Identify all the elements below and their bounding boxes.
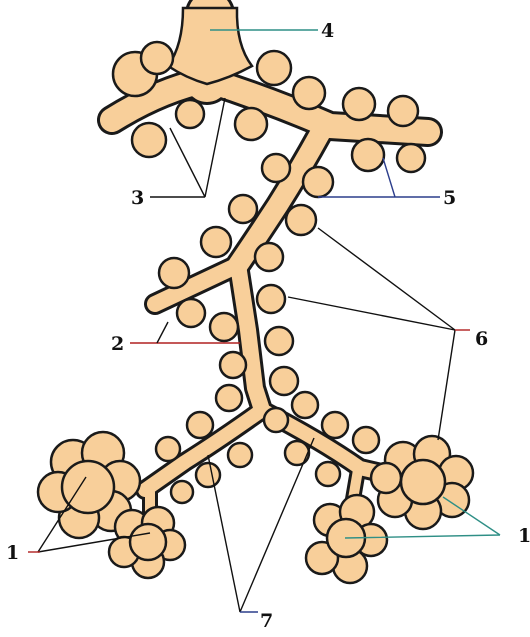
alveolus: [343, 88, 375, 120]
alveolus: [141, 42, 173, 74]
label-2: 2: [111, 333, 124, 355]
alveolus: [292, 392, 318, 418]
alveolus: [255, 243, 283, 271]
alveolus: [303, 167, 333, 197]
leader-2-tick: [157, 322, 168, 343]
alveolus: [388, 96, 418, 126]
alveolus: [216, 385, 242, 411]
label-7: 7: [260, 610, 273, 632]
alveolus: [201, 227, 231, 257]
alveolus: [352, 139, 384, 171]
alveolus: [187, 412, 213, 438]
alveolus: [285, 441, 309, 465]
alveolus: [265, 327, 293, 355]
alveolus: [286, 205, 316, 235]
alveolus: [322, 412, 348, 438]
alveolus: [229, 195, 257, 223]
label-1-left: 1: [6, 542, 19, 564]
alveolus: [397, 144, 425, 172]
alveolus: [353, 427, 379, 453]
alveolus: [228, 443, 252, 467]
alveolus: [210, 313, 238, 341]
alveolus: [159, 258, 189, 288]
alveolar-sacs: [38, 432, 473, 583]
alveolus: [257, 51, 291, 85]
label-4: 4: [321, 20, 334, 42]
alveolus: [293, 77, 325, 109]
alveolus: [132, 123, 166, 157]
alveolus: [316, 462, 340, 486]
trunk-flare: [168, 8, 252, 84]
label-1-right: 1: [518, 525, 530, 547]
alveolus: [196, 463, 220, 487]
label-6: 6: [475, 328, 488, 350]
alveolus: [220, 352, 246, 378]
alveolus: [257, 285, 285, 313]
alveolus: [235, 108, 267, 140]
alveolus: [156, 437, 180, 461]
alveolus: [171, 481, 193, 503]
alveolus: [270, 367, 298, 395]
alveolus: [176, 100, 204, 128]
alveolus: [177, 299, 205, 327]
alveolus: [264, 408, 288, 432]
label-3: 3: [131, 187, 144, 209]
label-5: 5: [443, 187, 456, 209]
alveolus: [262, 154, 290, 182]
